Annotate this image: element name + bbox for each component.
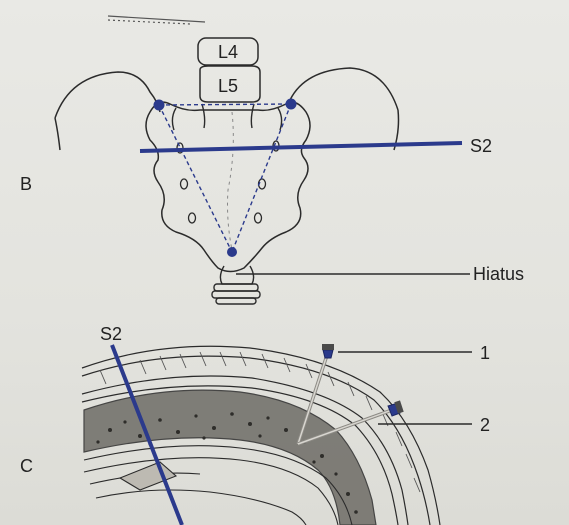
needle-1-hub	[323, 350, 333, 358]
sacral-midline	[228, 112, 234, 250]
left-iliac-wing	[55, 72, 160, 118]
hiatus-label: Hiatus	[473, 264, 524, 284]
s2-label-panel-c: S2	[100, 324, 122, 344]
vertebra-label-l5: L5	[218, 76, 238, 96]
coccyx	[212, 266, 260, 304]
needle-2-label: 2	[480, 415, 490, 435]
right-psis-dot	[286, 99, 297, 110]
sacral-hiatus-dot	[227, 247, 237, 257]
sacrum-outline	[146, 102, 310, 271]
vertebra-l5: L5	[200, 66, 260, 102]
left-psis-dot	[154, 100, 165, 111]
panel-b-label: B	[20, 174, 32, 194]
s2-label-panel-b: S2	[470, 136, 492, 156]
vertebra-label-l4: L4	[218, 42, 238, 62]
right-iliac-wing	[290, 68, 398, 110]
top-sketch-lines	[108, 16, 205, 24]
sacroiliac-joint-lines	[172, 104, 281, 130]
panel-c-label: C	[20, 456, 33, 476]
panel-b: L4 L5	[20, 16, 524, 304]
panel-c: 1 2 S2 C	[20, 324, 490, 525]
dashed-triangle	[159, 104, 291, 252]
vertebra-l4: L4	[198, 38, 258, 65]
needle-1-label: 1	[480, 343, 490, 363]
